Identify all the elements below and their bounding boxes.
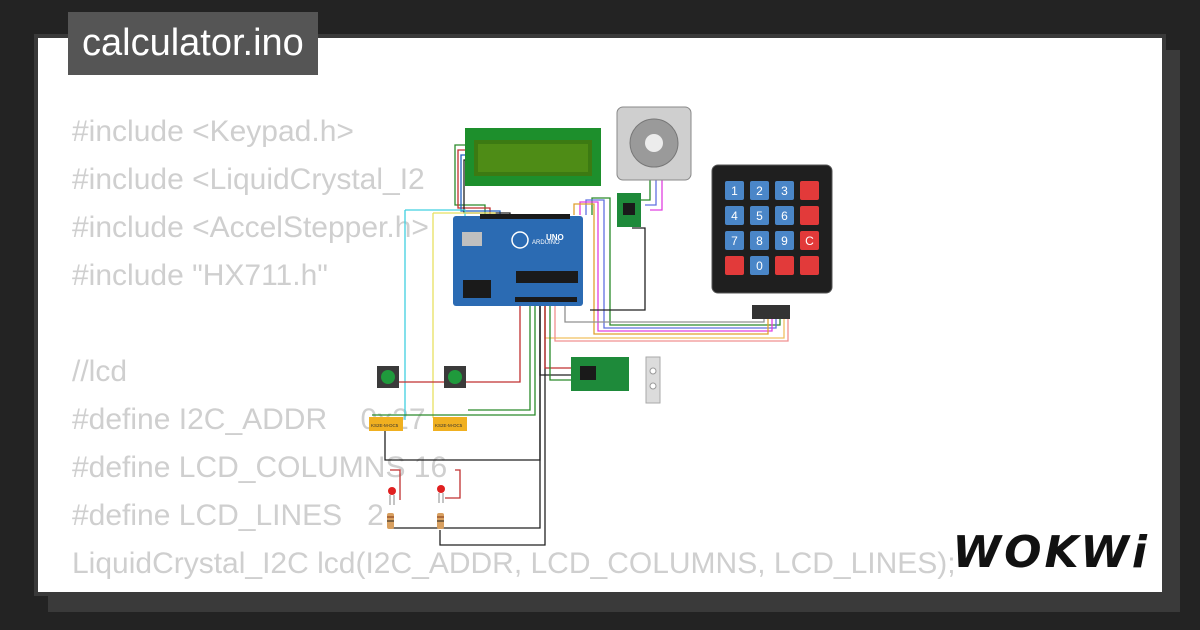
pushbutton-2[interactable] [444, 366, 466, 388]
code-line: #include "HX711.h" [72, 259, 328, 292]
resistor-1[interactable] [387, 513, 394, 529]
keypad-key[interactable] [800, 231, 819, 250]
code-line: #define LCD_COLUMNS 16 [72, 451, 448, 484]
keypad-key[interactable] [725, 256, 744, 275]
keypad-key-label: 5 [756, 209, 763, 223]
keypad-key[interactable] [800, 206, 819, 225]
keypad-key[interactable] [750, 231, 769, 250]
keypad-key[interactable] [775, 231, 794, 250]
code-line: #define LCD_LINES 2 [72, 499, 384, 532]
code-line: //lcd [72, 355, 128, 388]
board-model: UNO [546, 233, 564, 242]
keypad-key[interactable] [750, 181, 769, 200]
keypad-key[interactable] [775, 206, 794, 225]
keypad-key[interactable] [800, 181, 819, 200]
keypad-key[interactable] [800, 256, 819, 275]
stepper-motor[interactable] [616, 106, 692, 181]
file-title[interactable]: calculator.ino [68, 12, 318, 75]
keypad-key-label: 3 [781, 184, 788, 198]
code-line: #include <AccelStepper.h> [72, 211, 429, 244]
code-line: #include <Keypad.h> [72, 115, 354, 148]
arduino-uno-board[interactable]: ARDUINO UNO [453, 214, 583, 306]
keypad-key[interactable] [775, 181, 794, 200]
keypad-key-label: 4 [731, 209, 738, 223]
lcd-display[interactable] [465, 128, 601, 186]
pushbutton-1[interactable] [377, 366, 399, 388]
stepper-driver[interactable] [617, 193, 641, 227]
keypad-keys: 1 2 3 4 5 6 7 8 9 C 0 [725, 181, 819, 275]
board-brand: ARDUINO [532, 240, 560, 246]
preview-card: #include <Keypad.h> #include <LiquidCrys… [34, 34, 1166, 596]
keypad-key-label: 7 [731, 234, 738, 248]
keypad-key-label: 1 [731, 184, 738, 198]
led-2[interactable] [437, 485, 445, 503]
keypad-key[interactable] [750, 206, 769, 225]
code-line: LiquidCrystal_I2C lcd(I2C_ADDR, LCD_COLU… [72, 547, 956, 580]
keypad-key-label: 0 [756, 259, 763, 273]
relay-2[interactable]: KS2E-M-DC5 [433, 417, 467, 431]
led-1[interactable] [388, 487, 396, 505]
keypad-key-label: C [805, 234, 814, 248]
relay-label: KS2E-M-DC5 [371, 423, 399, 428]
code-line: #include <LiquidCrystal_I2 [72, 163, 425, 196]
code-listing: #include <Keypad.h> #include <LiquidCrys… [72, 108, 956, 592]
keypad-key-label: 6 [781, 209, 788, 223]
keypad-key-label: 9 [781, 234, 788, 248]
keypad-key-label: 2 [756, 184, 763, 198]
relay-1[interactable]: KS2E-M-DC5 [369, 417, 403, 431]
keypad[interactable]: 1 2 3 4 5 6 7 8 9 C 0 [711, 164, 833, 319]
relay-label: KS2E-M-DC5 [435, 423, 463, 428]
load-cell[interactable] [645, 356, 661, 404]
keypad-key[interactable] [750, 256, 769, 275]
resistor-2[interactable] [437, 513, 444, 529]
keypad-key[interactable] [725, 206, 744, 225]
hx711-module[interactable] [571, 357, 629, 391]
keypad-key-label: 8 [756, 234, 763, 248]
wokwi-logo: WOKWi [952, 527, 1150, 578]
keypad-key[interactable] [725, 231, 744, 250]
keypad-key[interactable] [725, 181, 744, 200]
keypad-key[interactable] [775, 256, 794, 275]
